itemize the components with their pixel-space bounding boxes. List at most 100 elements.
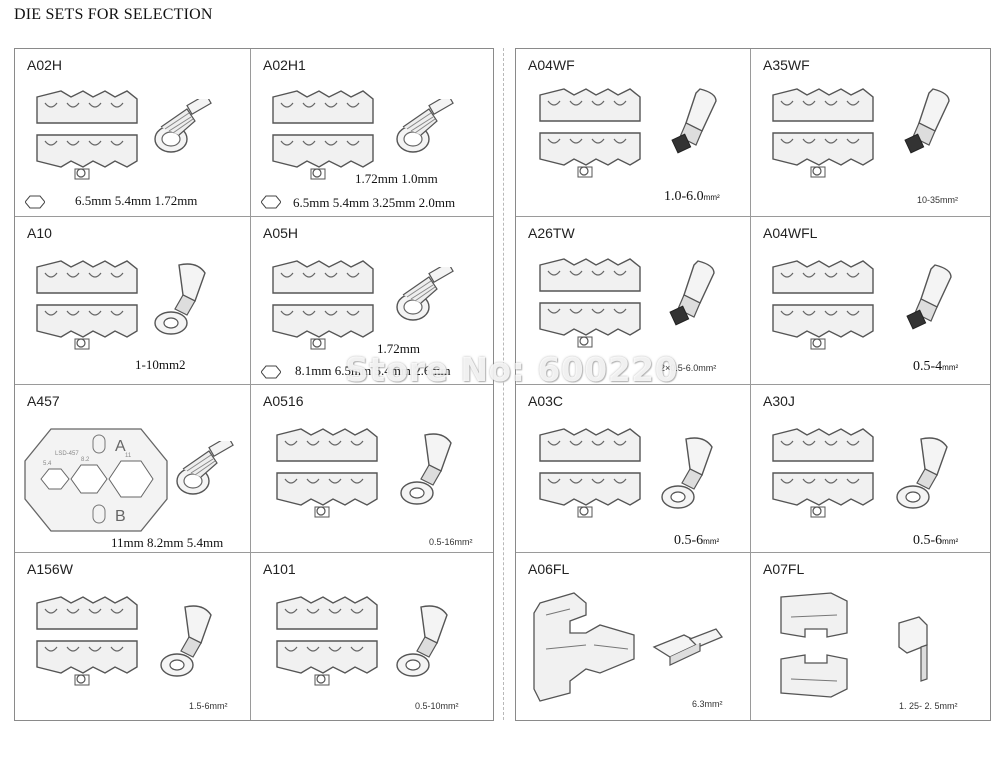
die-code: A457: [27, 393, 60, 409]
die-spec: 6.5mm 5.4mm 3.25mm 2.0mm: [293, 195, 456, 210]
die-spec: 1-10mm2: [135, 357, 186, 372]
ferrule-icon: [906, 264, 952, 330]
die-code: A0516: [263, 393, 304, 409]
die-code: A05H: [263, 225, 299, 241]
die-cell-a10: A10 1-10mm2: [15, 217, 251, 385]
die-spec-value: 0.5-6: [674, 533, 704, 548]
die-code: A35WF: [763, 57, 810, 73]
die-code: A101: [263, 561, 296, 577]
die-spec: 6.5mm 5.4mm 1.72mm: [75, 193, 198, 208]
die-cell-a156w: A156W 1.5-6mm²: [15, 553, 251, 720]
die-mark-1: 5.4: [43, 461, 52, 467]
die-model-label: LSD-457: [55, 451, 79, 457]
ring-terminal-icon: [400, 433, 452, 505]
die-mark-2: 8.2: [81, 457, 90, 463]
die-spec: 11mm 8.2mm 5.4mm: [111, 535, 224, 550]
die-code: A04WF: [528, 57, 575, 73]
twin-ferrule-icon: [669, 260, 715, 326]
ring-terminal-icon: [160, 605, 212, 677]
die-cell-a07fl: A07FL 1. 25- 2. 5mm²: [751, 553, 990, 720]
die-spec: 2×0.5-6.0mm²: [660, 363, 717, 373]
ferrule-icon: [671, 88, 717, 154]
die-code: A03C: [528, 393, 564, 409]
die-spec-line1: 1.72mm 1.0mm: [355, 171, 438, 186]
die-cell-a35wf: A35WF 10-35mm²: [751, 49, 990, 217]
section-divider: [503, 48, 504, 720]
die-illustration: [533, 592, 635, 702]
die-spec: 0.5-10mm²: [415, 701, 459, 711]
hex-icon: [261, 365, 281, 379]
die-code: A30J: [763, 393, 795, 409]
die-spec-line1: 1.72mm: [377, 341, 420, 356]
die-illustration: [539, 258, 641, 348]
die-illustration: [772, 88, 874, 178]
die-cell-a05h: A05H 1.72mm 8.1mm 6.5mm 5.4mm 2.6mm: [251, 217, 493, 385]
die-cell-a26tw: A26TW 2×0.5-6.0mm²: [516, 217, 751, 385]
die-code: A156W: [27, 561, 73, 577]
die-spec-value: 1.0-6.0: [664, 189, 704, 204]
page-title: DIE SETS FOR SELECTION: [14, 6, 213, 23]
die-spec: 6.3mm²: [692, 699, 723, 709]
hex-icon: [25, 195, 45, 209]
flag-terminal-icon: [652, 628, 724, 666]
die-spec: 0.5-6mm²: [674, 533, 719, 549]
die-illustration: [276, 428, 378, 518]
coax-terminal-icon: [396, 267, 454, 321]
die-cell-a02h: A02H 6.5mm 5.4mm 1.72mm: [15, 49, 251, 217]
die-cell-a02h1: A02H1 1.72mm 1.0mm 6.5mm 5.4mm 3.25mm 2.…: [251, 49, 493, 217]
die-cell-a03c: A03C 0.5-6mm²: [516, 385, 751, 553]
die-spec-unit: mm²: [703, 193, 720, 202]
coax-terminal-icon: [396, 99, 454, 153]
die-spec: 1.0-6.0mm²: [664, 189, 720, 205]
coax-terminal-icon: [176, 441, 234, 495]
die-bottom-letter: B: [115, 508, 126, 525]
die-illustration: [36, 596, 138, 686]
ring-terminal-icon: [396, 605, 448, 677]
die-illustration: [780, 592, 848, 698]
die-cell-a04wf: A04WF 1.0-6.0mm²: [516, 49, 751, 217]
die-cell-a04wfl: A04WFL 0.5-4mm²: [751, 217, 990, 385]
die-mark-3: 11: [125, 453, 132, 459]
right-die-panel: A04WF 1.0-6.0mm² A35WF 10-35mm² A26TW 2×…: [515, 48, 991, 721]
die-spec-unit: mm²: [942, 537, 959, 546]
die-illustration: [772, 260, 874, 350]
die-spec: 1. 25- 2. 5mm²: [899, 701, 958, 711]
die-spec: 10-35mm²: [917, 195, 959, 205]
left-die-panel: A02H 6.5mm 5.4mm 1.72mm A02H1 1.72mm 1.0…: [14, 48, 494, 721]
die-cell-a457: A457 A B LSD-457 5.4 8.2 11 11mm 8.2mm 5…: [15, 385, 251, 553]
die-illustration: [272, 260, 374, 350]
die-spec-value: 0.5-4: [913, 359, 943, 374]
die-illustration: [539, 428, 641, 518]
die-illustration: [276, 596, 378, 686]
die-illustration: A B LSD-457 5.4 8.2 11: [24, 428, 168, 532]
ring-terminal-icon: [896, 437, 948, 509]
die-spec: 1.5-6mm²: [189, 701, 228, 711]
die-cell-a06fl: A06FL 6.3mm²: [516, 553, 751, 720]
die-code: A06FL: [528, 561, 570, 577]
die-spec: 0.5-4mm²: [913, 359, 958, 375]
hex-icon: [261, 195, 281, 209]
die-code: A02H1: [263, 57, 306, 73]
ring-terminal-icon: [154, 263, 206, 335]
die-spec-value: 0.5-6: [913, 533, 943, 548]
coax-terminal-icon: [154, 99, 212, 153]
die-code: A04WFL: [763, 225, 818, 241]
die-spec: 0.5-6mm²: [913, 533, 958, 549]
ring-terminal-icon: [661, 437, 713, 509]
die-code: A07FL: [763, 561, 805, 577]
die-code: A10: [27, 225, 52, 241]
store-watermark: Store No: 600220: [345, 350, 679, 389]
die-cell-a101: A101 0.5-10mm²: [251, 553, 493, 720]
die-illustration: [36, 260, 138, 350]
die-top-letter: A: [115, 438, 126, 455]
die-cell-a0516: A0516 0.5-16mm²: [251, 385, 493, 553]
die-illustration: [539, 88, 641, 178]
die-illustration: [36, 90, 138, 180]
die-spec: 8.1mm 6.5mm 5.4mm 2.6mm: [295, 363, 451, 378]
flag-terminal-icon: [898, 616, 928, 682]
ferrule-icon: [904, 88, 950, 154]
die-spec-unit: mm²: [942, 363, 959, 372]
die-spec: 0.5-16mm²: [429, 537, 473, 547]
die-code: A02H: [27, 57, 63, 73]
die-code: A26TW: [528, 225, 575, 241]
